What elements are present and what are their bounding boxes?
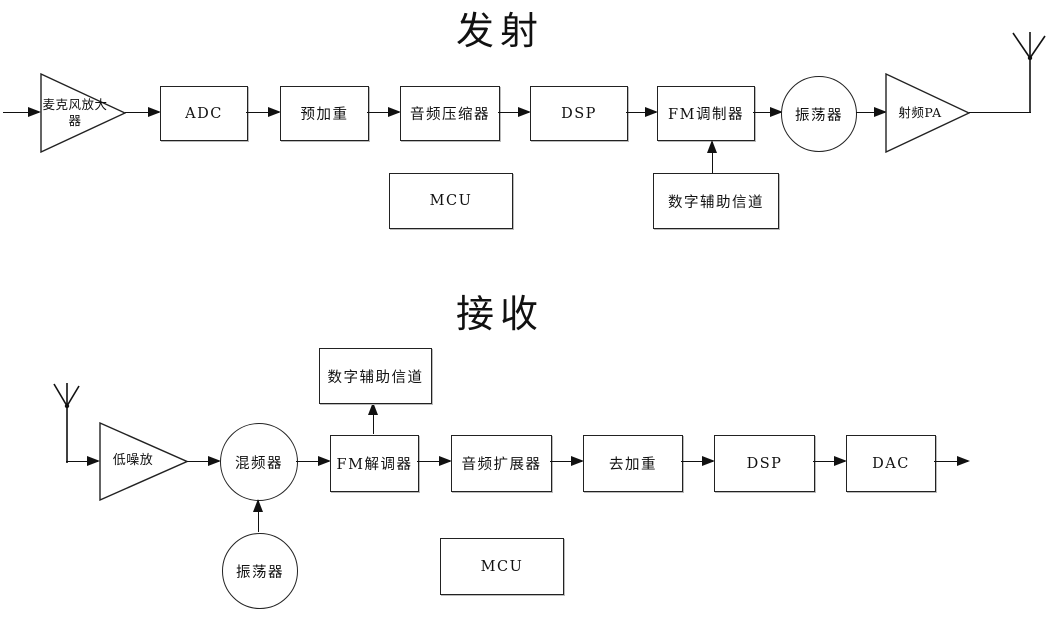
arrow-fmdemodulator-auxchannel: [367, 402, 378, 434]
arrow-dsp-fmmodulator: [626, 106, 658, 117]
rx-dac-block: DAC: [846, 435, 936, 492]
rx-deemphasis-block: 去加重: [583, 435, 683, 492]
rx-fm-demodulator-block: FM解调器: [330, 435, 419, 492]
arrow-micamp-adc: [125, 106, 161, 117]
arrow-adc-preemphasis: [246, 106, 281, 117]
rf-pa-triangle: [885, 73, 970, 153]
tx-adc-block: ADC: [160, 86, 248, 141]
arrow-compressor-dsp: [498, 106, 531, 117]
rx-antenna-icon: [50, 380, 86, 464]
lna-label: 低噪放: [112, 453, 154, 468]
rf-pa-label: 射频PA: [898, 105, 942, 120]
transmit-title: 发射: [455, 9, 544, 53]
tx-fm-modulator-block: FM调制器: [657, 86, 755, 141]
arrow-dsp-dac: [813, 455, 847, 466]
arrow-preemphasis-compressor: [367, 106, 401, 117]
arrow-mixer-fmdemodulator: [296, 455, 331, 466]
arrow-deemphasis-dsp: [681, 455, 715, 466]
tx-antenna-icon: [1008, 28, 1050, 114]
tx-input-arrow: [3, 106, 41, 117]
rx-mixer-circle: 混频器: [220, 423, 298, 501]
lna-triangle: [99, 422, 188, 501]
arrow-fmdemodulator-expander: [417, 455, 452, 466]
rx-output-arrow: [934, 455, 970, 466]
tx-antenna-feedline: [969, 112, 1031, 113]
tx-oscillator-circle: 振荡器: [781, 76, 857, 152]
receive-title: 接收: [455, 292, 544, 336]
arrow-fmmodulator-oscillator: [753, 106, 783, 117]
tx-mcu-block: MCU: [389, 173, 513, 229]
arrow-oscillator-mixer: [252, 499, 263, 532]
arrow-lna-mixer: [187, 455, 221, 466]
rx-dsp-block: DSP: [714, 435, 815, 492]
tx-dsp-block: DSP: [530, 86, 628, 141]
rx-mcu-block: MCU: [440, 538, 564, 595]
rx-oscillator-circle: 振荡器: [222, 533, 298, 609]
arrow-oscillator-rfpa: [856, 106, 887, 117]
rx-digital-aux-channel-block: 数字辅助信道: [319, 348, 432, 404]
tx-digital-aux-channel-block: 数字辅助信道: [653, 173, 779, 229]
mic-amplifier-triangle: [40, 73, 126, 153]
arrow-auxchannel-fmmodulator: [706, 140, 717, 173]
arrow-expander-deemphasis: [550, 455, 584, 466]
tx-audio-compressor-block: 音频压缩器: [400, 86, 500, 141]
tx-preemphasis-block: 预加重: [280, 86, 369, 141]
rx-audio-expander-block: 音频扩展器: [451, 435, 552, 492]
mic-amplifier-label: 麦克风放大器: [42, 97, 108, 129]
arrow-antenna-lna: [66, 455, 100, 466]
